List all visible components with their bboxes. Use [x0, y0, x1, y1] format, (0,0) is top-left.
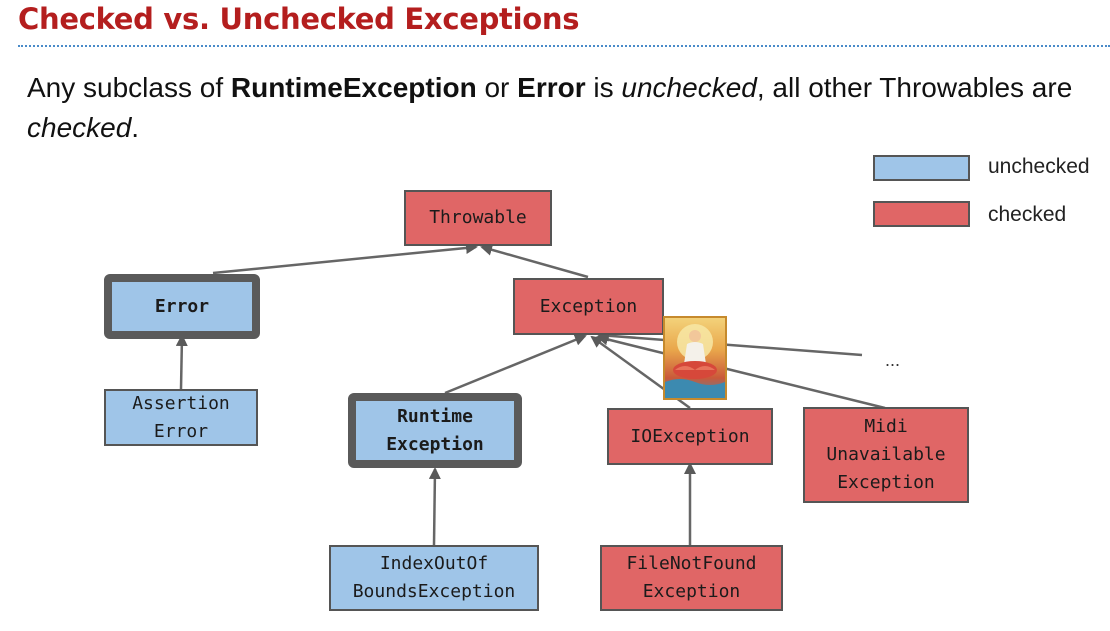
legend-checked-label: checked — [988, 203, 1067, 226]
title-divider — [18, 45, 1110, 47]
node-midi-unavailable-exception: Midi Unavailable Exception — [803, 407, 969, 503]
intro-text-2: or — [476, 72, 518, 103]
edge-exception-throwable — [480, 243, 589, 279]
node-assertion-error: Assertion Error — [104, 389, 258, 446]
edge-error-throwable — [212, 242, 478, 275]
edge-runtime-exception — [444, 334, 587, 395]
edge-midi-exception — [596, 333, 886, 410]
legend-checked-swatch — [873, 201, 970, 227]
intro-text: Any subclass of RuntimeException or Erro… — [27, 68, 1102, 148]
intro-error: Error — [517, 72, 586, 103]
intro-checked: checked — [27, 112, 132, 143]
intro-text-3: is — [585, 72, 622, 103]
intro-runtime-exception: RuntimeException — [230, 72, 477, 103]
edge-ellipsis — [597, 329, 863, 357]
slide-title: Checked vs. Unchecked Exceptions — [18, 2, 580, 36]
node-ioexception: IOException — [607, 408, 773, 465]
legend-unchecked-label: unchecked — [988, 155, 1090, 178]
node-error: Error — [104, 274, 260, 339]
more-subclasses-ellipsis: ... — [885, 350, 901, 370]
node-runtime-exception: Runtime Exception — [348, 393, 522, 468]
intro-text-5: . — [131, 112, 140, 143]
edge-assertion-error — [175, 334, 188, 390]
node-file-not-found-exception: FileNotFound Exception — [600, 545, 783, 611]
edge-index-out-of-bounds — [428, 467, 441, 546]
node-index-out-of-bounds-exception: IndexOutOf BoundsException — [329, 545, 539, 611]
intro-text-4: , all other Throwables are — [756, 72, 1073, 103]
intro-unchecked: unchecked — [621, 72, 757, 103]
intro-text-1: Any subclass of — [27, 72, 231, 103]
node-throwable: Throwable — [404, 190, 552, 246]
node-exception: Exception — [513, 278, 664, 335]
decorative-sticker-image — [663, 316, 727, 400]
legend-unchecked-swatch — [873, 155, 970, 181]
